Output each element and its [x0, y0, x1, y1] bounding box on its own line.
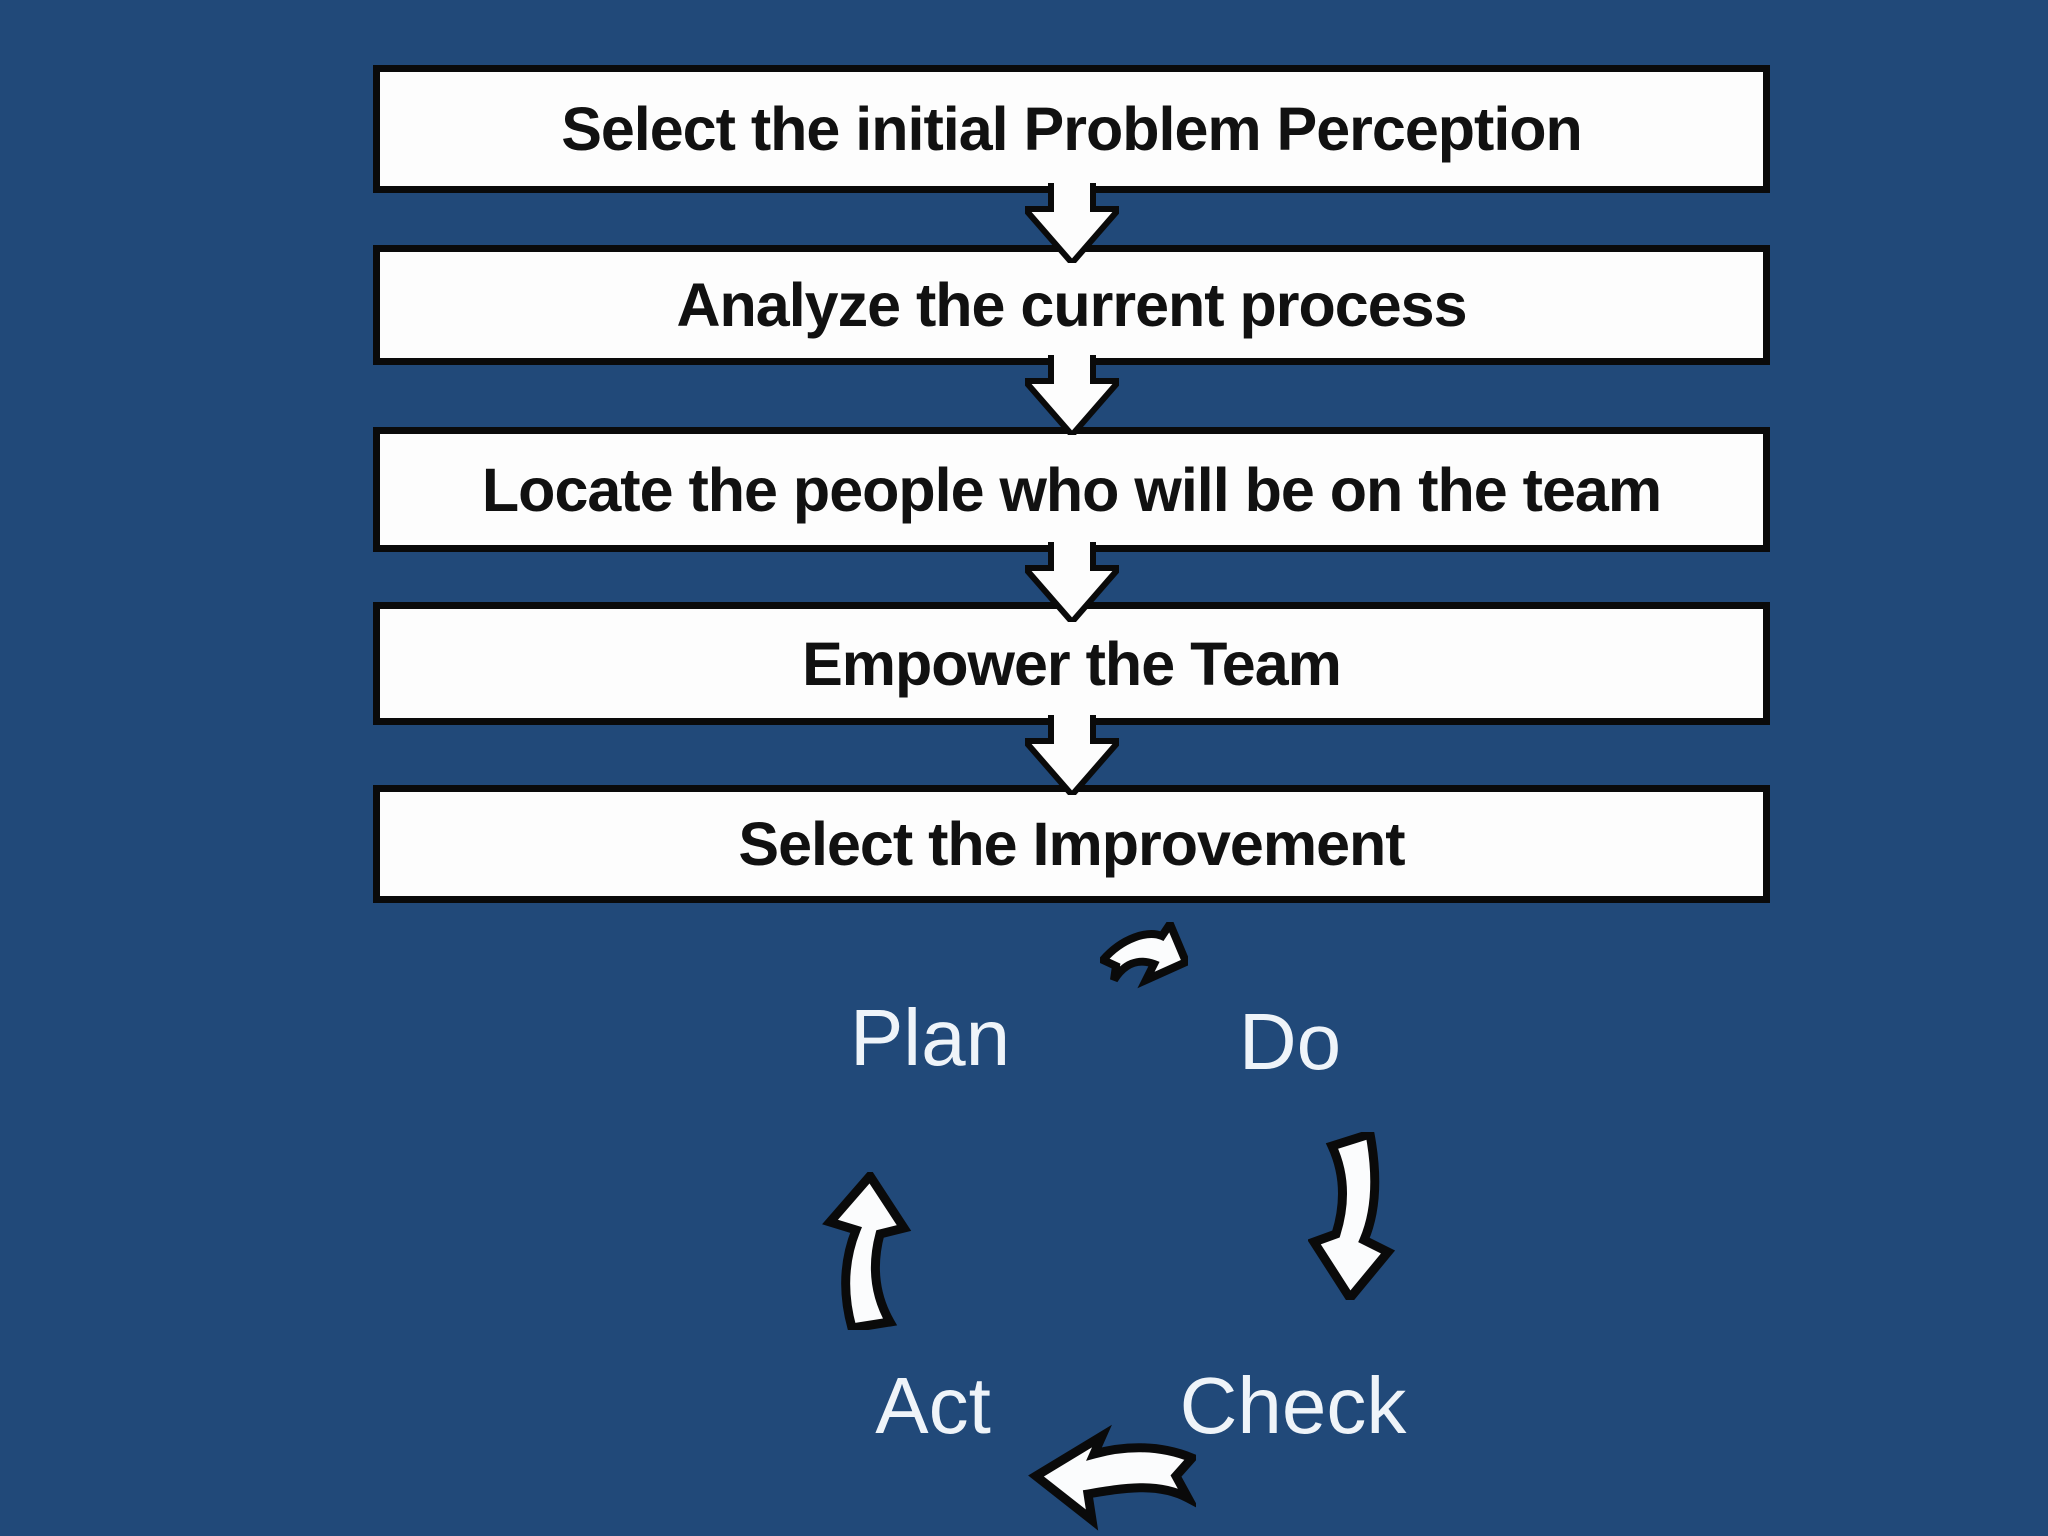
cycle-arrow-plan-to-do-icon [1100, 922, 1188, 989]
flow-step-2-box: Analyze the current process [373, 245, 1770, 365]
cycle-label-do: Do [1238, 997, 1342, 1086]
down-arrow-icon [1025, 183, 1119, 263]
cycle-arrow-check-to-act-icon [1028, 1424, 1196, 1531]
cycle-arrow-act-to-plan-icon [822, 1172, 912, 1330]
flow-step-3-label: Locate the people who will be on the tea… [481, 455, 1662, 524]
flow-step-1-box: Select the initial Problem Perception [373, 65, 1770, 193]
down-arrow-icon [1025, 542, 1119, 622]
flow-step-3-box: Locate the people who will be on the tea… [373, 427, 1770, 552]
cycle-label-act: Act [875, 1361, 991, 1450]
cycle-arrow-do-to-check-icon [1308, 1132, 1396, 1300]
flow-step-4-label: Empower the Team [802, 629, 1342, 698]
flow-step-1-label: Select the initial Problem Perception [561, 95, 1583, 163]
cycle-label-plan: Plan [849, 993, 1011, 1082]
flow-step-2-label: Analyze the current process [676, 271, 1467, 339]
flow-step-5-box: Select the Improvement [373, 785, 1770, 903]
cycle-label-check: Check [1179, 1361, 1407, 1450]
down-arrow-icon [1025, 715, 1119, 795]
down-arrow-icon [1025, 355, 1119, 435]
flow-step-5-label: Select the Improvement [738, 810, 1405, 878]
